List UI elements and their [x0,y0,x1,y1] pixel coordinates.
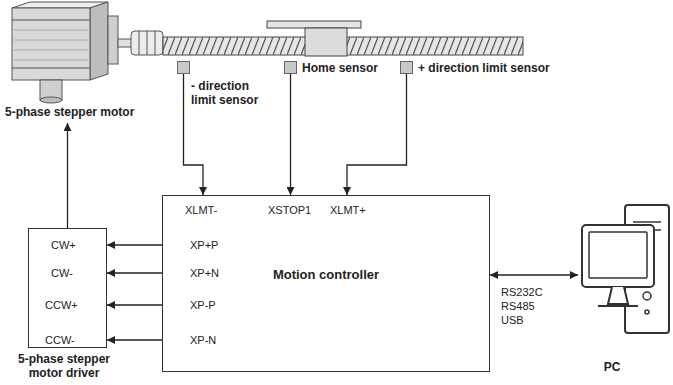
limit-sensor: - direction limit sensor [177,61,190,74]
pin-name: XP-P [190,299,216,312]
signal-arrow [107,244,162,245]
pin-name: XP-N [190,334,216,347]
node-label: Home sensor [302,61,412,75]
signal-arrow [490,274,578,275]
terminal-name: CW- [51,267,73,280]
signal-name: XSTOP1 [268,204,311,217]
pc: PC [578,200,672,380]
terminal-name: CW+ [51,239,76,252]
signal-arrow [107,339,162,340]
signal-arrow [67,123,68,228]
terminal-name: CCW- [45,334,75,347]
signal-arrow [347,74,407,195]
signal-arrow [290,74,291,195]
signal-arrow [107,304,162,305]
terminal-name: CCW+ [45,299,78,312]
limit-sensor: + direction limit sensor [400,61,413,74]
node-label: - direction limit sensor [191,79,273,107]
node-label: PC [592,360,632,374]
signal-name: XLMT- [185,204,217,217]
node-label: 5-phase stepper motor driver [3,352,125,380]
node-label: 5-phase stepper motor [5,105,151,119]
carriage-plate [267,21,361,28]
signal-arrow [107,272,162,273]
signal-name: XLMT+ [330,204,366,217]
pc-drawing [582,205,669,333]
node-label: + direction limit sensor [418,61,588,75]
carriage-block [305,28,347,56]
stepper-motor-drawing [12,2,163,103]
interface-label: RS232C RS485 USB [500,285,544,327]
stepper-motor: 5-phase stepper motor [2,2,152,123]
pin-name: XP+P [190,239,218,252]
pin-name: XP+N [190,267,219,280]
home-sensor: Home sensor [284,61,297,74]
